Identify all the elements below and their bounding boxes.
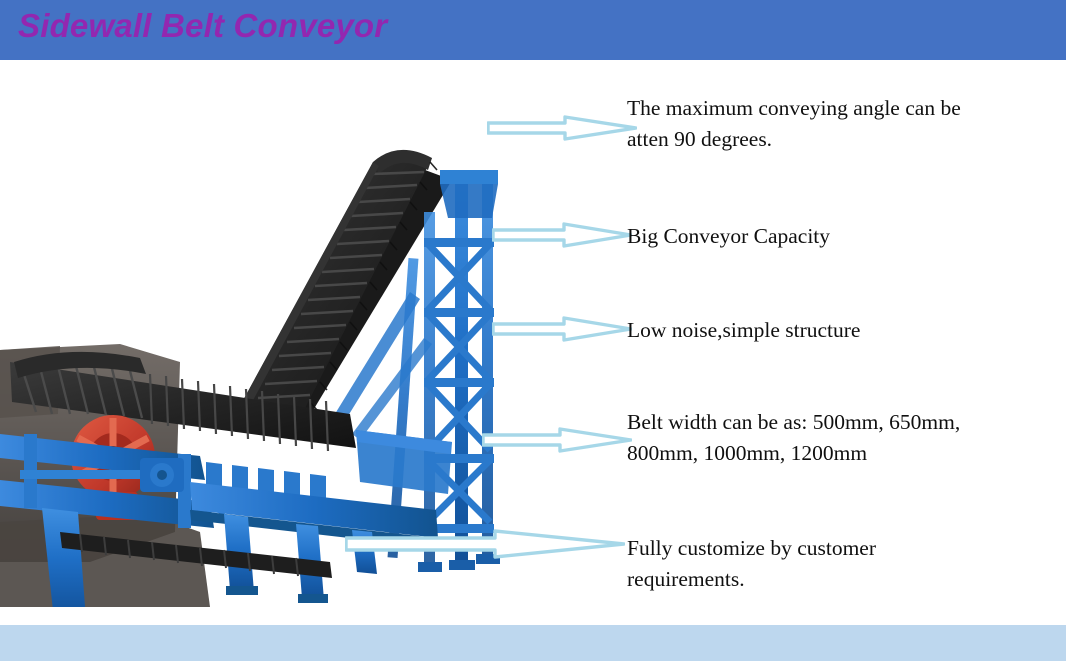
callout-text-fully-customize: Fully customize by customer requirements… xyxy=(627,536,877,591)
header-bar: Sidewall Belt Conveyor xyxy=(0,0,1066,60)
arrow-icon-max-conveying-angle xyxy=(487,115,637,141)
product-photo xyxy=(0,62,520,607)
arrow-icon-belt-width xyxy=(482,427,632,453)
arrow-icon-low-noise xyxy=(492,316,632,342)
arrow-icon-big-capacity xyxy=(492,222,632,248)
callout-text-low-noise: Low noise,simple structure xyxy=(627,318,861,342)
footer-bar xyxy=(0,625,1066,661)
arrow-icon-fully-customize xyxy=(345,529,625,559)
callout-text-big-capacity: Big Conveyor Capacity xyxy=(627,224,831,248)
callout-text-max-conveying-angle: The maximum conveying angle can be atten… xyxy=(627,96,961,151)
callout-text-belt-width: Belt width can be as: 500mm, 650mm, 800m… xyxy=(627,410,961,465)
page-title: Sidewall Belt Conveyor xyxy=(18,7,388,44)
